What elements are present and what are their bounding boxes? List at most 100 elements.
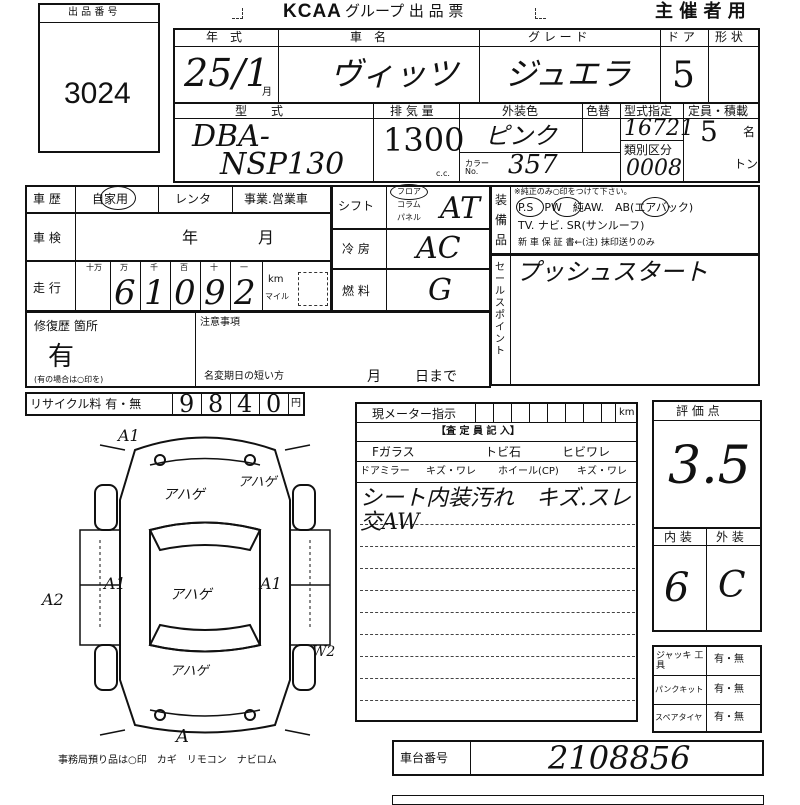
equipment-line1: P.S PW 純AW. AB(エアバック) [518, 201, 694, 214]
lot-number: 3024 [64, 77, 131, 110]
damage-mark-a-bottom: A [176, 726, 189, 747]
recycle-digit-2: 8 [208, 390, 224, 418]
sales-point-block [490, 254, 760, 386]
damage-mark-a2-left: A2 [42, 590, 64, 609]
mileage-unit-mile: マイル [265, 292, 289, 301]
inspector-header-crack: ヒビワレ [562, 445, 611, 459]
fuel-label: 燃 料 [342, 284, 370, 298]
history-circle [100, 186, 136, 210]
equipment-line2: TV. ナビ. SR(サンルーフ) [518, 219, 645, 232]
inspector-header-mirror-dmg: キズ・ワレ [426, 466, 476, 477]
car-rear-window [148, 623, 262, 653]
chassis-block [392, 740, 764, 776]
mileage-digit-4: 9 [204, 273, 226, 313]
fuel-value: G [428, 273, 452, 308]
shift-option-column: コラム [397, 200, 421, 209]
tool-value-jack: 有・無 [714, 654, 744, 665]
mileage-digit-1: 6 [114, 273, 136, 313]
repair-note: (有の場合は○印を) [34, 375, 104, 384]
wheel-front-left [94, 484, 118, 531]
damage-note-roof: アハゲ [170, 587, 212, 603]
shift-option-panel: パネル [397, 213, 421, 222]
capacity-header: 定員・積載 [688, 104, 749, 118]
inspection-year: 年 [182, 228, 199, 247]
inspector-block [355, 402, 638, 722]
footer-text: 事務局預り品は○印 カギ リモコン ナビロム [58, 755, 277, 766]
year-header: 年 式 [206, 30, 243, 44]
corner-mark-right [535, 8, 546, 19]
capacity-value: 5 [700, 115, 718, 148]
inspector-comment-1: シート内装汚れ キズ.スレ [360, 486, 631, 511]
wheel-front-right [292, 484, 316, 531]
chassis-value: 2108856 [548, 739, 691, 777]
meter-unit: km [619, 407, 635, 418]
repair-value: 有 [48, 342, 75, 372]
damage-mark-w2: W2 [312, 644, 336, 660]
recycle-digit-4: 0 [266, 390, 282, 418]
inspector-label: 【査 定 員 記 入】 [436, 426, 520, 437]
corner-mark-left [232, 8, 243, 19]
shift-floor-circle [390, 184, 428, 200]
aircon-value: AC [416, 231, 461, 266]
type-header: 型 式 [235, 104, 284, 118]
inspector-header-chip: トビ石 [485, 445, 522, 459]
mileage-digit-3: 0 [174, 273, 196, 313]
exterior-score: C [718, 565, 746, 606]
tool-value-puncture: 有・無 [714, 684, 744, 695]
lot-number-box: 出 品 番 号 3024 [38, 3, 160, 153]
interior-label: 内 装 [664, 530, 692, 544]
exterior-label: 外 装 [716, 530, 744, 544]
history-label: 車 歴 [33, 192, 61, 206]
damage-mark-a1-right: A1 [260, 574, 282, 593]
shift-label: シフト [338, 199, 375, 213]
displacement-header: 排 気 量 [390, 104, 434, 118]
sales-point-text: プッシュスタート [516, 258, 708, 286]
inspector-header-wheel-dmg: キズ・ワレ [577, 466, 627, 477]
role-label: 主 催 者 用 [655, 1, 746, 22]
load-unit: トン [734, 157, 759, 171]
vehicle-grade: ジュエラ [505, 55, 631, 93]
equipment-label: 装備品 [495, 193, 508, 247]
month-unit: 月 [262, 87, 272, 98]
car-body-outline [119, 436, 291, 734]
ab-circle [641, 197, 669, 217]
equipment-line3: 新 車 保 証 書←(注) 抹印送りのみ [518, 238, 655, 248]
chassis-label: 車台番号 [400, 751, 449, 765]
meter-label: 現メーター指示 [372, 407, 457, 421]
shift-value: AT [440, 191, 481, 226]
tool-label-puncture: パンクキット [655, 685, 704, 694]
mileage-digit-2: 1 [144, 273, 166, 313]
repair-notes-block [25, 311, 491, 388]
lot-number-label: 出 品 番 号 [68, 7, 118, 18]
type-designation-header: 型式指定 [624, 104, 673, 118]
rating-score: 3.5 [668, 436, 751, 496]
damage-note-right-front: アハゲ [238, 475, 277, 490]
inspector-comment-2: 交AW [360, 510, 420, 535]
tool-value-spare: 有・無 [714, 712, 744, 723]
bottom-partial-box [392, 795, 764, 805]
cc-unit: c.c. [436, 169, 450, 178]
damage-mark-a1-front: A1 [118, 426, 140, 445]
recycle-label: リサイクル料 有・無 [30, 397, 142, 411]
grade-header: グ レ ー ド [528, 30, 588, 44]
expiry-label: 名変期日の短い方 [204, 371, 284, 382]
inspection-label: 車 検 [33, 231, 61, 245]
equipment-note: ※純正のみ○印をつけて下さい。 [514, 187, 632, 196]
history-option-rental: レンタ [175, 192, 212, 206]
capacity-unit: 名 [743, 125, 756, 139]
shape-header: 形 状 [715, 30, 743, 44]
form-title: グループ 出 品 票 [345, 2, 464, 20]
model-type-line1: DBA- [192, 119, 270, 154]
model-type-line2: NSP130 [220, 147, 345, 182]
mileage-digit-5: 2 [234, 273, 256, 313]
expiry-day: 日まで [415, 369, 457, 385]
color-code-label: カラー No. [465, 159, 489, 176]
color-change-header: 色替 [586, 104, 611, 118]
damage-mark-a1-left: A1 [104, 574, 126, 593]
mileage-mile-checkbox [298, 272, 328, 306]
name-header: 車 名 [350, 30, 387, 44]
ext-color-value: ピンク [485, 122, 557, 150]
type-designation-value: 16721 [624, 116, 694, 141]
displacement-value: 1300 [383, 121, 465, 159]
doors-header: ド ア [667, 30, 695, 44]
